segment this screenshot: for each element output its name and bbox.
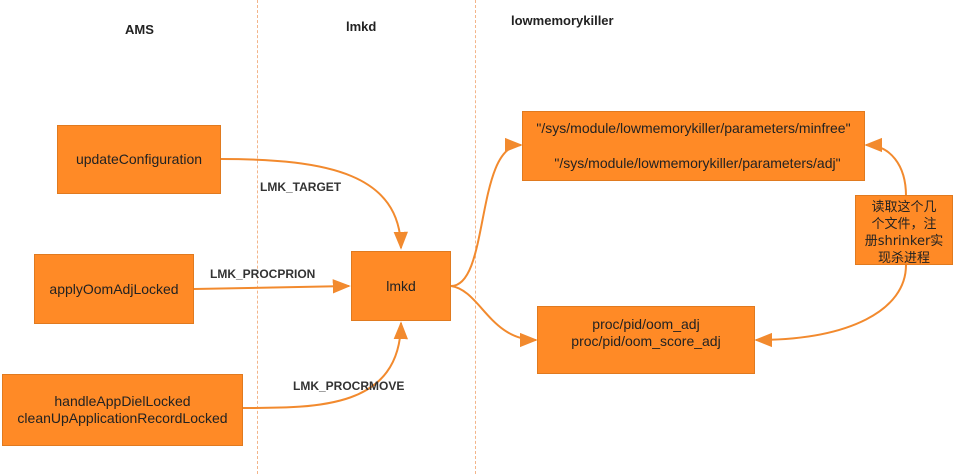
node-apply-oom-adj-locked[interactable]: applyOomAdjLocked — [34, 254, 194, 324]
node-apply-oom-adj-locked-label: applyOomAdjLocked — [49, 280, 179, 297]
lane-divider-left — [257, 0, 258, 474]
params-minfree-label: "/sys/module/lowmemorykiller/parameters/… — [536, 120, 851, 136]
node-handle-app-died-locked[interactable]: handleAppDielLocked cleanUpApplicationRe… — [2, 374, 243, 446]
note-line-4: 现杀进程 — [877, 251, 930, 266]
note-line-2: 个文件，注 — [871, 217, 937, 232]
edge-label-lmk-procrmove: LMK_PROCRMOVE — [293, 379, 405, 393]
lane-title-ams: AMS — [125, 22, 154, 37]
node-clean-up-application-record-locked-label: cleanUpApplicationRecordLocked — [17, 410, 228, 426]
edge-lmk-procrmove — [242, 321, 408, 409]
edge-label-lmk-procprion: LMK_PROCPRION — [210, 267, 316, 281]
params-adj-label: "/sys/module/lowmemorykiller/parameters/… — [554, 155, 841, 171]
edge-lmk-procprion — [193, 279, 351, 294]
lane-divider-right — [475, 0, 476, 474]
edge-lmk-target — [220, 158, 408, 250]
lane-title-lowmemorykiller: lowmemorykiller — [511, 13, 614, 28]
proc-oom-adj-label: proc/pid/oom_adj — [592, 316, 700, 332]
node-lmkd[interactable]: lmkd — [351, 251, 451, 321]
edge-note-to-proc — [754, 264, 907, 348]
node-proc-oom[interactable]: proc/pid/oom_adj proc/pid/oom_score_adj — [537, 306, 755, 374]
edge-lmkd-to-proc — [450, 285, 538, 348]
note-line-1: 读取这个几 — [871, 200, 937, 215]
node-lmkd-label: lmkd — [386, 277, 416, 294]
lane-title-lmkd: lmkd — [346, 19, 377, 34]
edge-note-to-params — [864, 137, 907, 197]
node-update-configuration-label: updateConfiguration — [75, 151, 203, 167]
node-handle-app-died-locked-label: handleAppDielLocked — [54, 393, 191, 409]
node-lowmemorykiller-params[interactable]: "/sys/module/lowmemorykiller/parameters/… — [522, 111, 865, 181]
edge-label-lmk-target: LMK_TARGET — [260, 180, 342, 194]
edge-lmkd-to-params — [450, 137, 523, 287]
node-update-configuration[interactable]: updateConfiguration — [57, 125, 221, 194]
proc-oom-score-adj-label: proc/pid/oom_score_adj — [571, 333, 721, 349]
note-line-3: 册shrinker实 — [864, 234, 944, 249]
note-read-files[interactable]: 读取这个几 个文件，注 册shrinker实 现杀进程 — [855, 195, 953, 266]
